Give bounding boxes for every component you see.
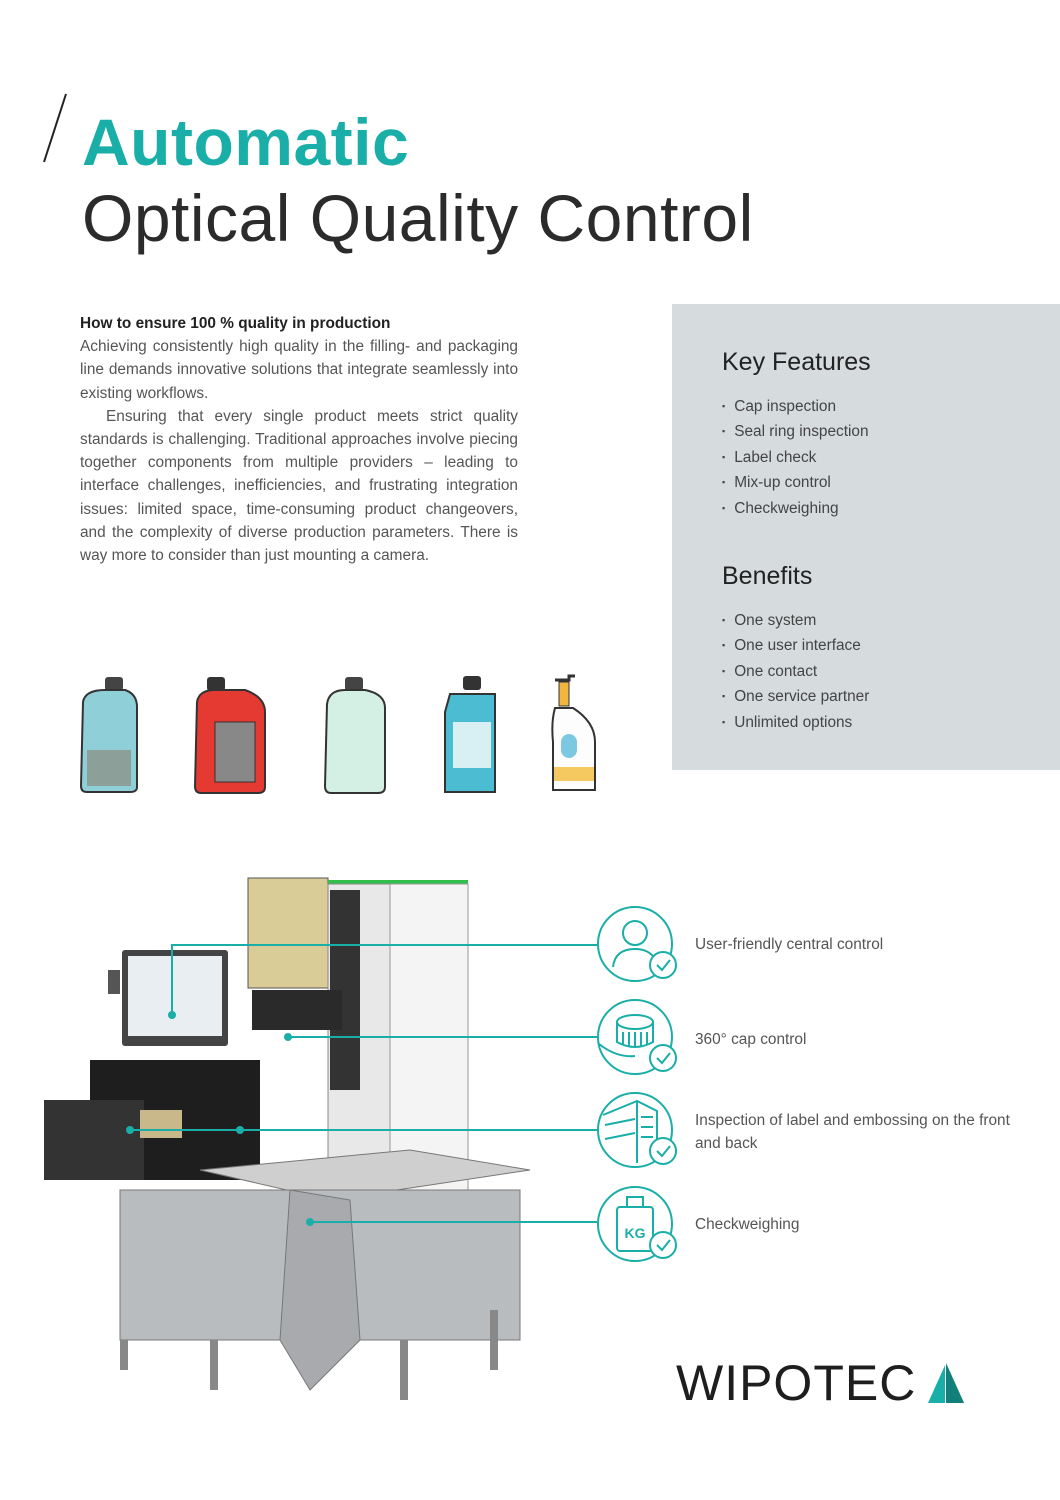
wipotec-logo: WIPOTEC xyxy=(676,1354,966,1412)
mouthwash-bottle-icon xyxy=(444,676,496,793)
list-item: One contact xyxy=(722,660,1060,685)
soap-dispenser-icon xyxy=(551,674,596,791)
feature-cap-control: 360° cap control xyxy=(597,998,1017,1078)
cap-check-icon xyxy=(597,999,677,1075)
list-item: One user interface xyxy=(722,634,1060,659)
feature-label: User-friendly central control xyxy=(695,936,884,953)
list-item: Label check xyxy=(722,446,1060,471)
list-item: Cap inspection xyxy=(722,395,1060,420)
logo-text: WIPOTEC xyxy=(676,1355,917,1411)
feature-label: 360° cap control xyxy=(695,1031,807,1048)
kg-text: KG xyxy=(625,1225,646,1241)
label-check-icon xyxy=(597,1092,677,1168)
intro-text: How to ensure 100 % quality in productio… xyxy=(80,312,518,567)
feature-checkweighing: KG Checkweighing xyxy=(597,1185,1017,1265)
feature-label: Checkweighing xyxy=(695,1216,800,1233)
key-features-title: Key Features xyxy=(722,348,871,376)
red-canister-icon xyxy=(193,677,266,794)
list-item: Seal ring inspection xyxy=(722,420,1060,445)
intro-paragraph-2: Ensuring that every single product meets… xyxy=(80,407,518,565)
key-features-list: Cap inspection Seal ring inspection Labe… xyxy=(722,395,1060,522)
logo-triangle-icon xyxy=(928,1363,965,1403)
list-item: One service partner xyxy=(722,685,1060,710)
title-subtitle: Optical Quality Control xyxy=(82,181,754,255)
product-bottles xyxy=(79,674,596,794)
title-automatic: Automatic xyxy=(82,105,410,179)
blue-bottle-icon xyxy=(79,677,138,793)
list-item: One system xyxy=(722,609,1060,634)
feature-label-inspection: Inspection of label and embossing on the… xyxy=(597,1091,1017,1171)
intro-heading: How to ensure 100 % quality in productio… xyxy=(80,315,391,332)
list-item: Mix-up control xyxy=(722,471,1060,496)
user-check-icon xyxy=(597,906,677,982)
feature-user-control: User-friendly central control xyxy=(597,905,1017,985)
benefits-list: One system One user interface One contac… xyxy=(722,609,1060,736)
weight-check-icon: KG xyxy=(597,1186,677,1262)
list-item: Unlimited options xyxy=(722,711,1060,736)
features-panel: Key Features Cap inspection Seal ring in… xyxy=(672,304,1060,770)
intro-paragraph-1: Achieving consistently high quality in t… xyxy=(80,338,518,402)
inspection-machine-illustration xyxy=(44,877,531,1400)
title-slash xyxy=(43,93,67,163)
list-item: Checkweighing xyxy=(722,497,1060,522)
benefits-title: Benefits xyxy=(722,562,813,591)
feature-label: Inspection of label and embossing on the… xyxy=(695,1112,1010,1152)
green-bottle-icon xyxy=(323,677,386,794)
